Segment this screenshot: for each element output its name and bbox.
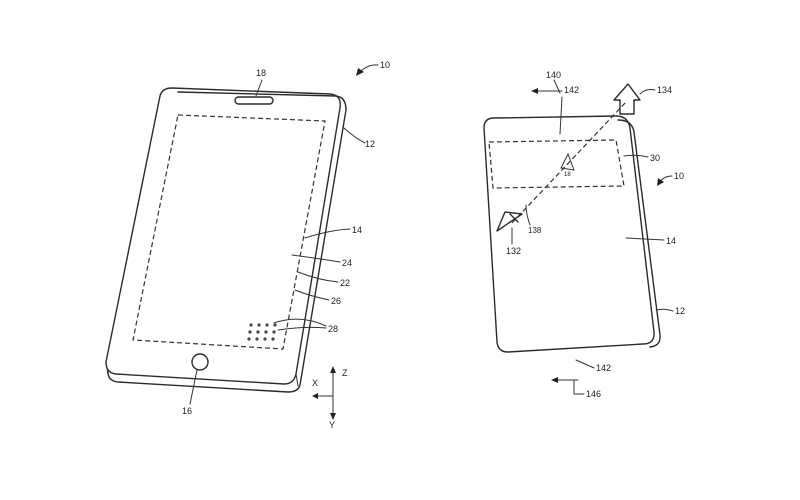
leader-28b bbox=[277, 326, 327, 331]
display-active-area bbox=[132, 114, 326, 350]
axis-z-head bbox=[330, 366, 336, 373]
label-28: 28 bbox=[328, 324, 338, 334]
leader-24 bbox=[291, 254, 341, 263]
leader-12-left bbox=[343, 127, 366, 144]
label-24: 24 bbox=[342, 258, 352, 268]
label-132: 132 bbox=[506, 246, 521, 256]
label-12-right: 12 bbox=[675, 306, 685, 316]
label-axis-z: Z bbox=[342, 368, 348, 378]
leader-14-left bbox=[304, 228, 351, 239]
leader-146 bbox=[573, 379, 585, 395]
right-housing-front bbox=[483, 115, 655, 353]
leader-22 bbox=[297, 271, 339, 283]
light-path bbox=[511, 101, 627, 224]
leader-142-top bbox=[559, 96, 563, 135]
leader-138 bbox=[525, 204, 531, 226]
home-button bbox=[191, 353, 209, 371]
axis-y-head bbox=[330, 413, 336, 420]
label-axis-x: X bbox=[312, 378, 318, 388]
leader-10-right-head bbox=[657, 178, 664, 186]
label-142-top: 142 bbox=[564, 85, 579, 95]
leader-26 bbox=[294, 289, 330, 301]
leader-14-right bbox=[625, 237, 665, 241]
label-axis-y: Y bbox=[329, 420, 335, 430]
right-housing-side-edge bbox=[617, 119, 661, 348]
label-146: 146 bbox=[586, 389, 601, 399]
arrow-132 bbox=[496, 211, 523, 232]
label-18: 18 bbox=[256, 68, 266, 78]
leader-142-bottom bbox=[575, 359, 595, 369]
label-12-left: 12 bbox=[365, 139, 375, 149]
label-142-bottom: 142 bbox=[596, 363, 611, 373]
leader-30 bbox=[623, 154, 649, 158]
leader-16 bbox=[189, 369, 198, 405]
arrow-10-left bbox=[359, 64, 379, 73]
label-30: 30 bbox=[650, 153, 660, 163]
label-22: 22 bbox=[340, 278, 350, 288]
label-14-left: 14 bbox=[352, 225, 362, 235]
label-18-right: 18 bbox=[564, 172, 571, 178]
leader-28a bbox=[273, 318, 327, 327]
left-device-figure: 18 10 12 14 24 22 26 28 16 X Z Y bbox=[105, 60, 390, 430]
arrow-146-head bbox=[551, 377, 558, 383]
left-housing-front bbox=[105, 87, 341, 385]
label-10-left: 10 bbox=[380, 60, 390, 70]
arrow-134 bbox=[613, 83, 641, 115]
sensor-dots bbox=[247, 323, 277, 341]
label-134: 134 bbox=[657, 85, 672, 95]
speaker-slot bbox=[234, 96, 274, 105]
label-138: 138 bbox=[528, 226, 542, 235]
left-housing-side-edge bbox=[107, 91, 347, 393]
label-10-right: 10 bbox=[674, 171, 684, 181]
leader-134 bbox=[639, 89, 656, 95]
arrow-10-left-head bbox=[356, 68, 364, 76]
sensor-window-30 bbox=[488, 139, 625, 189]
left-bottom-edge bbox=[105, 361, 299, 387]
label-14-right: 14 bbox=[666, 236, 676, 246]
right-device-figure: 140 142 134 30 10 18 14 138 132 12 142 1… bbox=[483, 70, 685, 399]
leader-140 bbox=[553, 79, 561, 94]
leader-18 bbox=[255, 79, 263, 97]
leader-12-right bbox=[655, 308, 674, 312]
label-16: 16 bbox=[182, 406, 192, 416]
label-140: 140 bbox=[546, 70, 561, 80]
axis-x-head bbox=[312, 393, 318, 399]
arrow-140-head bbox=[531, 88, 538, 94]
emitter-triangle bbox=[560, 152, 575, 171]
label-26: 26 bbox=[331, 296, 341, 306]
